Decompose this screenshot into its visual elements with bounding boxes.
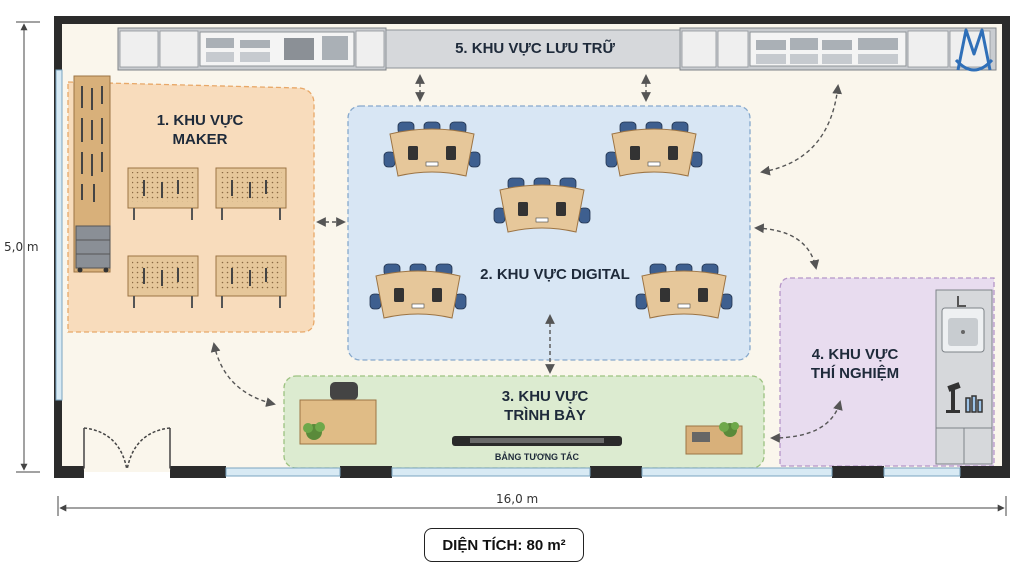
lab-bench[interactable] xyxy=(935,289,993,465)
maker-tables[interactable] xyxy=(127,167,287,308)
zone-presentation xyxy=(283,375,765,469)
dimension-height xyxy=(16,21,40,473)
area-badge: DIỆN TÍCH: 80 m² xyxy=(424,528,584,562)
maker-workbench[interactable] xyxy=(127,255,199,308)
maker-workbench[interactable] xyxy=(127,167,199,220)
digital-pods[interactable] xyxy=(369,121,733,319)
presentation-zone-label-line1: 3. KHU VỰC xyxy=(501,388,589,405)
area-label: DIỆN TÍCH: 80 m² xyxy=(442,536,566,554)
lab-zone-label-line1: 4. KHU VỰC xyxy=(811,346,899,363)
logo-icon xyxy=(954,28,994,72)
digital-pod[interactable] xyxy=(605,121,703,177)
door-icon[interactable] xyxy=(83,427,171,472)
height-dimension-label: 5,0 m xyxy=(4,240,39,254)
maker-zone-label-line2: MAKER xyxy=(172,130,228,148)
digital-pod[interactable] xyxy=(635,263,733,319)
digital-zone-label: 2. KHU VỰC DIGITAL xyxy=(480,266,630,283)
maker-workbench[interactable] xyxy=(215,255,287,308)
tool-icon xyxy=(81,86,103,202)
width-dimension-label: 16,0 m xyxy=(492,492,543,506)
side-cabinet[interactable] xyxy=(685,422,743,455)
teacher-desk[interactable] xyxy=(299,382,377,445)
board-label: BẢNG TƯƠNG TÁC xyxy=(494,452,580,462)
maker-workbench[interactable] xyxy=(215,167,287,220)
sink-icon xyxy=(941,296,985,353)
storage-zone-label: 5. KHU VỰC LƯU TRỮ xyxy=(455,40,615,57)
presentation-zone-label: 3. KHU VỰC TRÌNH BÀY xyxy=(470,388,620,426)
plant-icon xyxy=(719,422,739,437)
presentation-zone-label-line2: TRÌNH BÀY xyxy=(504,406,586,424)
lab-zone-label-line2: THÍ NGHIỆM xyxy=(810,364,900,382)
windows xyxy=(55,69,961,477)
storage-cabinets[interactable] xyxy=(117,27,997,71)
flow-arrows xyxy=(210,74,843,443)
tool-wall[interactable] xyxy=(73,75,111,273)
dimension-width xyxy=(57,496,1007,516)
digital-pod[interactable] xyxy=(383,121,481,177)
maker-zone-label: 1. KHU VỰC MAKER xyxy=(130,112,270,150)
microscope-icon xyxy=(946,382,961,413)
interactive-board[interactable] xyxy=(452,436,622,446)
digital-pod[interactable] xyxy=(493,177,591,233)
digital-pod[interactable] xyxy=(369,263,467,319)
maker-zone-label-line1: 1. KHU VỰC xyxy=(156,112,244,129)
lab-zone-label: 4. KHU VỰC THÍ NGHIỆM xyxy=(790,346,920,384)
plant-icon xyxy=(303,422,325,440)
